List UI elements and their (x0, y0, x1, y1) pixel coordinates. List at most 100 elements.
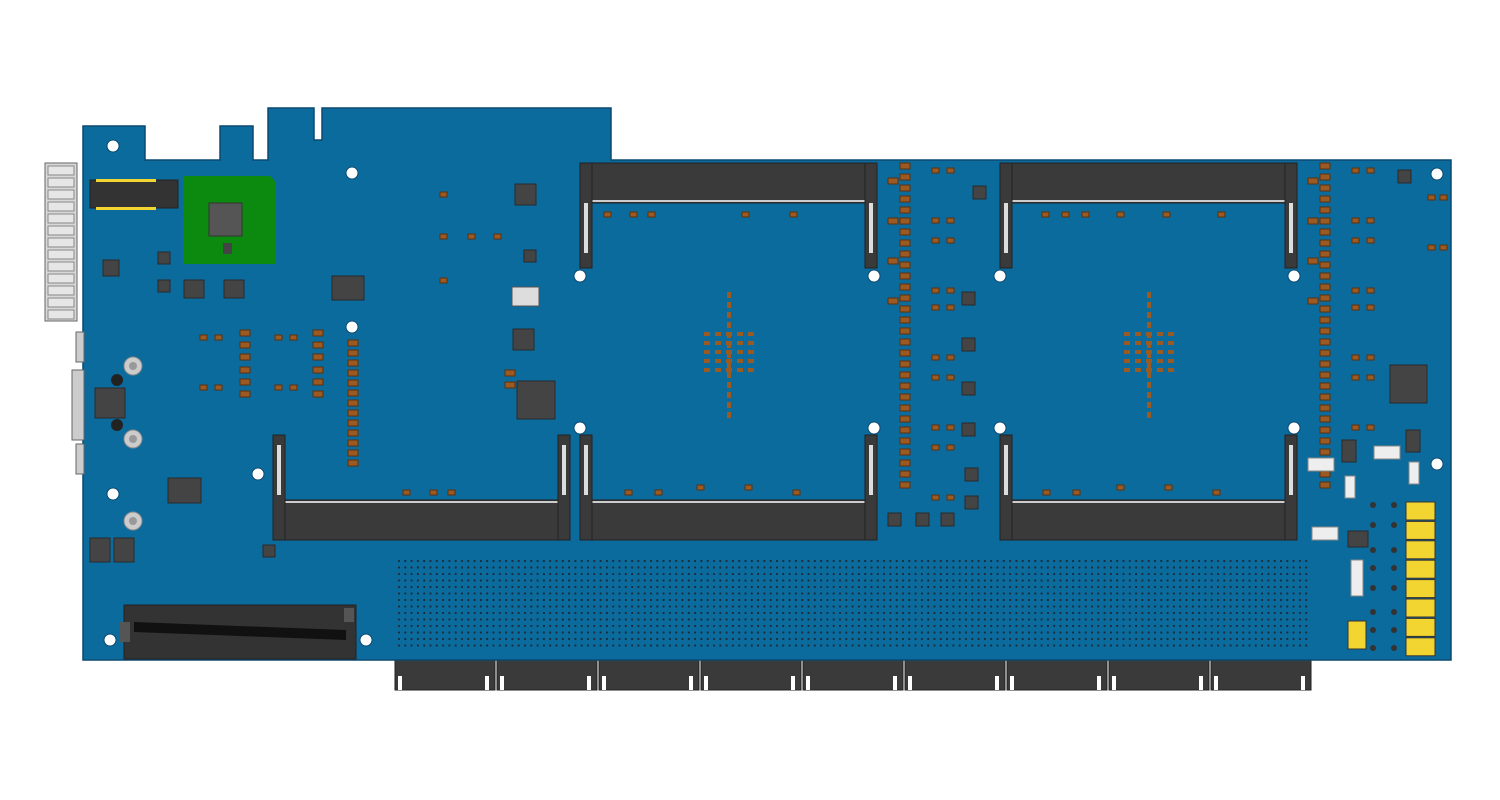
via (813, 592, 816, 595)
via (769, 559, 772, 563)
via (876, 644, 879, 647)
via (901, 585, 905, 589)
via (952, 618, 955, 621)
via (851, 598, 854, 602)
via (857, 559, 861, 563)
resistor (1147, 292, 1151, 298)
via (668, 631, 672, 634)
resistor (1319, 415, 1331, 423)
via (983, 572, 987, 576)
via (763, 559, 766, 563)
via (983, 631, 987, 634)
via (605, 559, 609, 563)
via (473, 559, 476, 563)
via (838, 598, 842, 602)
via (448, 644, 451, 647)
via (757, 637, 760, 641)
resistor (727, 312, 731, 318)
via (637, 559, 640, 563)
via (593, 572, 596, 576)
via (1179, 637, 1182, 641)
via (920, 624, 924, 628)
via (536, 579, 539, 582)
resistor (312, 329, 324, 337)
via (820, 637, 823, 641)
via (832, 624, 835, 628)
via (467, 644, 470, 647)
via (649, 559, 653, 563)
via (694, 559, 697, 563)
via (435, 592, 438, 595)
via (807, 624, 810, 628)
via (435, 579, 438, 582)
via (511, 644, 514, 647)
via (1103, 624, 1106, 628)
via (851, 559, 854, 563)
via (586, 592, 590, 595)
via (410, 566, 413, 569)
via (505, 624, 508, 628)
via (612, 618, 615, 621)
via (838, 637, 842, 641)
via (410, 624, 413, 628)
via (1059, 624, 1062, 628)
resistor (347, 439, 359, 447)
via (813, 585, 816, 589)
via (952, 579, 955, 582)
via (1204, 566, 1207, 569)
via (1185, 592, 1188, 595)
via (505, 559, 508, 563)
via (1305, 637, 1308, 641)
resistor (347, 429, 359, 437)
edge-connector-key (1199, 676, 1203, 690)
via (631, 637, 634, 641)
via (1141, 618, 1144, 621)
via (1040, 605, 1043, 608)
resistor (1124, 332, 1130, 336)
via (706, 611, 709, 615)
via (612, 605, 615, 608)
via (838, 579, 842, 582)
via (448, 605, 451, 608)
via (895, 611, 898, 615)
via (549, 572, 552, 576)
via (1210, 598, 1213, 602)
via (1229, 592, 1232, 595)
via (460, 585, 464, 589)
via (410, 592, 413, 595)
via (404, 579, 407, 582)
via (586, 631, 590, 634)
via (435, 572, 438, 576)
via (1298, 559, 1301, 563)
resistor (899, 283, 911, 291)
via (990, 637, 993, 641)
via (914, 611, 917, 615)
via (1153, 611, 1157, 615)
via (1305, 585, 1308, 589)
via (1084, 644, 1087, 647)
mounting-hole (1430, 167, 1444, 181)
via (580, 624, 583, 628)
via (530, 611, 533, 615)
via (1273, 598, 1276, 602)
via (442, 592, 445, 595)
via (990, 598, 993, 602)
resistor (239, 341, 251, 349)
via (498, 637, 501, 641)
via (725, 592, 728, 595)
via (586, 644, 590, 647)
edge-connector-key (995, 676, 999, 690)
via (1298, 611, 1301, 615)
via (561, 559, 564, 563)
via (1286, 624, 1289, 628)
via (738, 592, 741, 595)
via (1147, 611, 1150, 615)
via (813, 566, 816, 569)
connector-pin (47, 261, 75, 272)
via (423, 579, 426, 582)
via (883, 644, 886, 647)
via (1090, 611, 1094, 615)
via (1135, 585, 1138, 589)
via (920, 592, 924, 595)
resistor (899, 217, 911, 225)
